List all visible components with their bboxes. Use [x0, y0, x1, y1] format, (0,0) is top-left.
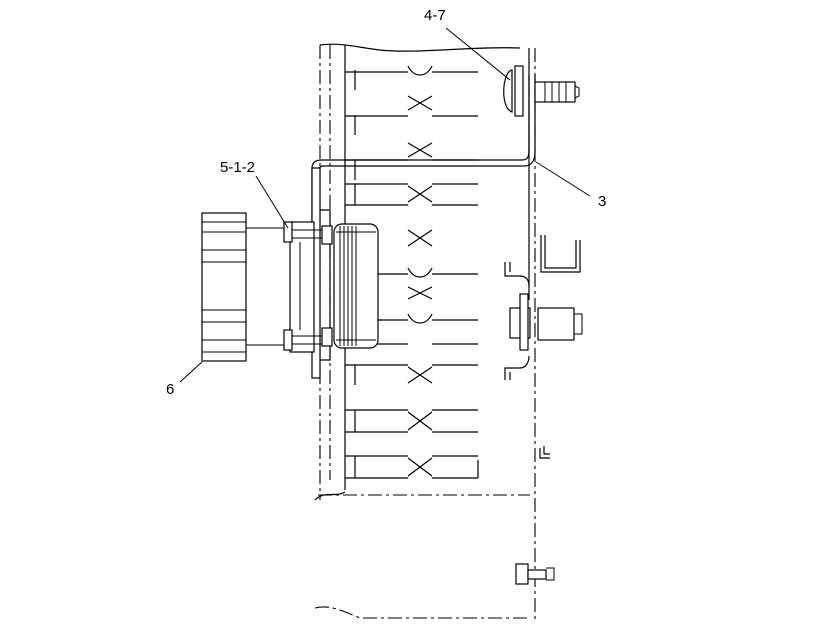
right-hardware — [504, 235, 583, 585]
callout-5-1-2: 5-1-2 — [220, 159, 255, 176]
flange-assembly — [283, 221, 333, 353]
callout-3: 3 — [598, 193, 606, 210]
pulley — [201, 212, 290, 362]
leader-lines — [179, 27, 591, 383]
callout-6: 6 — [166, 381, 174, 398]
top-fastener — [503, 65, 580, 117]
clutch-body — [333, 223, 379, 349]
callout-4-7: 4-7 — [424, 7, 446, 24]
